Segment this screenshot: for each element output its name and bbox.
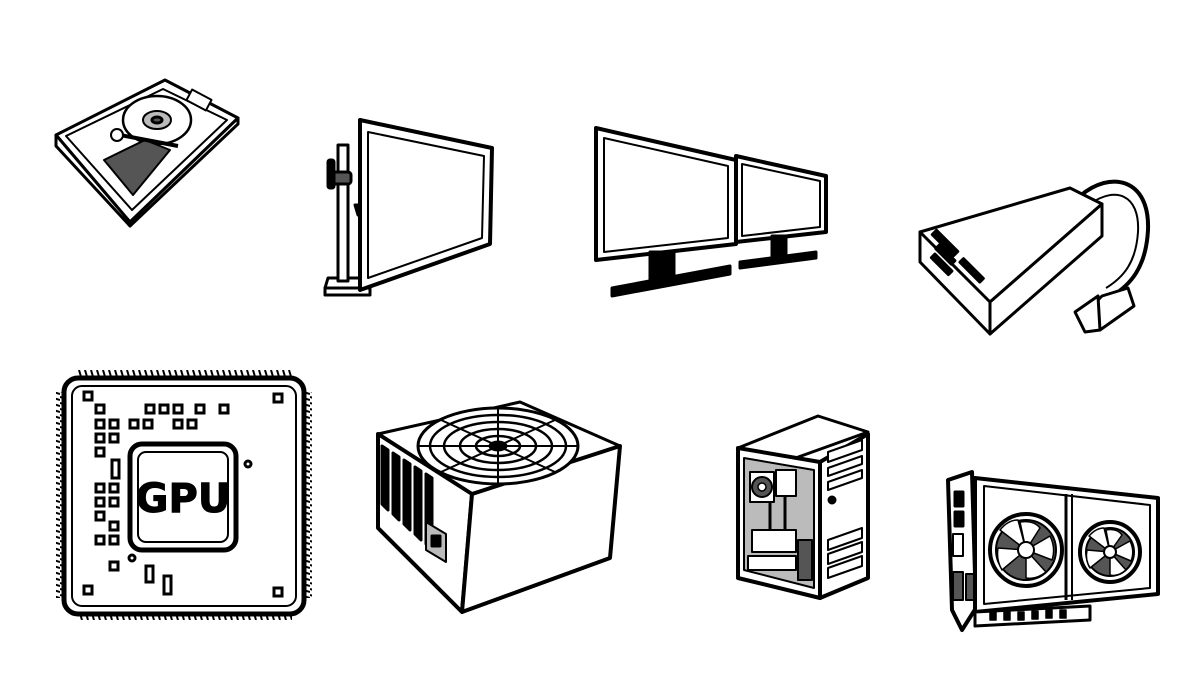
gpu-chip-icon: GPU bbox=[56, 370, 312, 620]
graphics-card-icon bbox=[946, 470, 1160, 632]
monitor-on-stand-icon bbox=[323, 118, 494, 297]
pc-tower-icon bbox=[736, 414, 870, 600]
card-reader-icon bbox=[918, 179, 1151, 336]
dual-monitor-icon bbox=[594, 126, 828, 298]
power-supply-icon bbox=[376, 400, 622, 614]
gpu-chip-label: GPU bbox=[136, 476, 231, 522]
hard-drive-icon bbox=[54, 78, 240, 228]
